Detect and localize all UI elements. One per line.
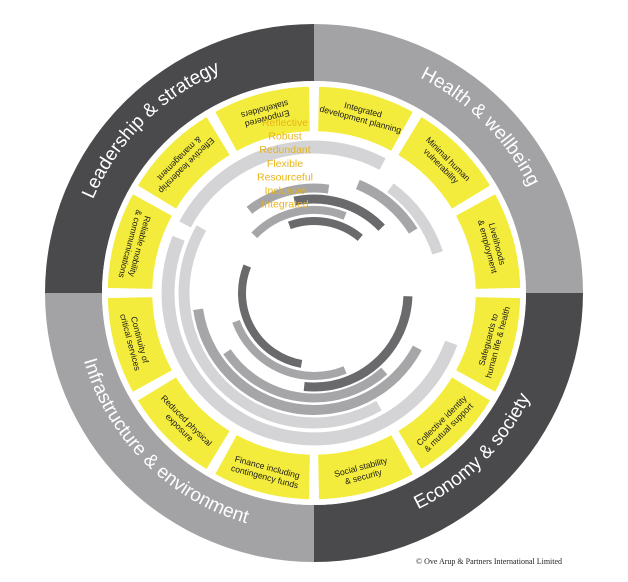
goal-reduced-physical-exposure [135,375,232,472]
quality-arc-0-1 [161,235,458,446]
goal-continuity-of-critical-services [106,295,174,394]
goal-reliable-mobility-and-communications [106,192,174,291]
quality-arc-6-1 [238,264,303,368]
quality-arcs [154,133,474,453]
goal-finance-including-contingency-funds [213,433,312,501]
quality-arc-1-1 [178,225,382,429]
quality-arc-5-1 [232,319,347,380]
quality-label-redundant: Redundant [259,144,310,156]
goal-integrated-development-planning [316,85,415,153]
quality-arc-4-0 [293,194,385,231]
quality-arc-3-1 [223,349,388,403]
quality-arc-3-0 [246,183,330,214]
quality-label-flexible: Flexible [267,158,303,170]
quality-label-inclusive: Inclusive [265,185,306,197]
goal-livelihoods-and-employment [454,192,522,291]
goal-minimal-human-vulnerability [396,114,493,211]
quality-labels: ReflectiveRobustRedundantFlexibleResourc… [257,117,313,211]
goal-safeguards-to-human-life-and-health [454,295,522,394]
copyright-notice: © Ove Arup & Partners International Limi… [416,557,563,566]
quality-label-resourceful: Resourceful [257,171,313,183]
quality-arc-0-0 [179,140,386,228]
quality-arc-2-1 [193,308,422,415]
quality-arc-4-1 [303,296,413,392]
quadrant-infrastructure-and-environment [45,293,314,562]
goal-social-stability-and-security [316,433,415,501]
quality-arc-5-0 [251,206,347,239]
goal-empowered-stakeholders [213,85,312,153]
quality-arc-1-0 [387,183,443,255]
goal-effective-leadership-and-management [135,114,232,211]
quality-label-integrated: Integrated [261,199,308,211]
goal-collective-identity-and-mutual-support [396,375,493,472]
quadrant-health-and-wellbeing [314,24,583,293]
quality-arc-2-0 [355,179,418,234]
quality-arc-6-0 [288,217,363,241]
quadrant-economy-and-society [314,293,583,562]
quadrant-leadership-and-strategy [45,24,314,293]
quality-label-robust: Robust [268,131,301,143]
quality-label-reflective: Reflective [262,117,308,129]
